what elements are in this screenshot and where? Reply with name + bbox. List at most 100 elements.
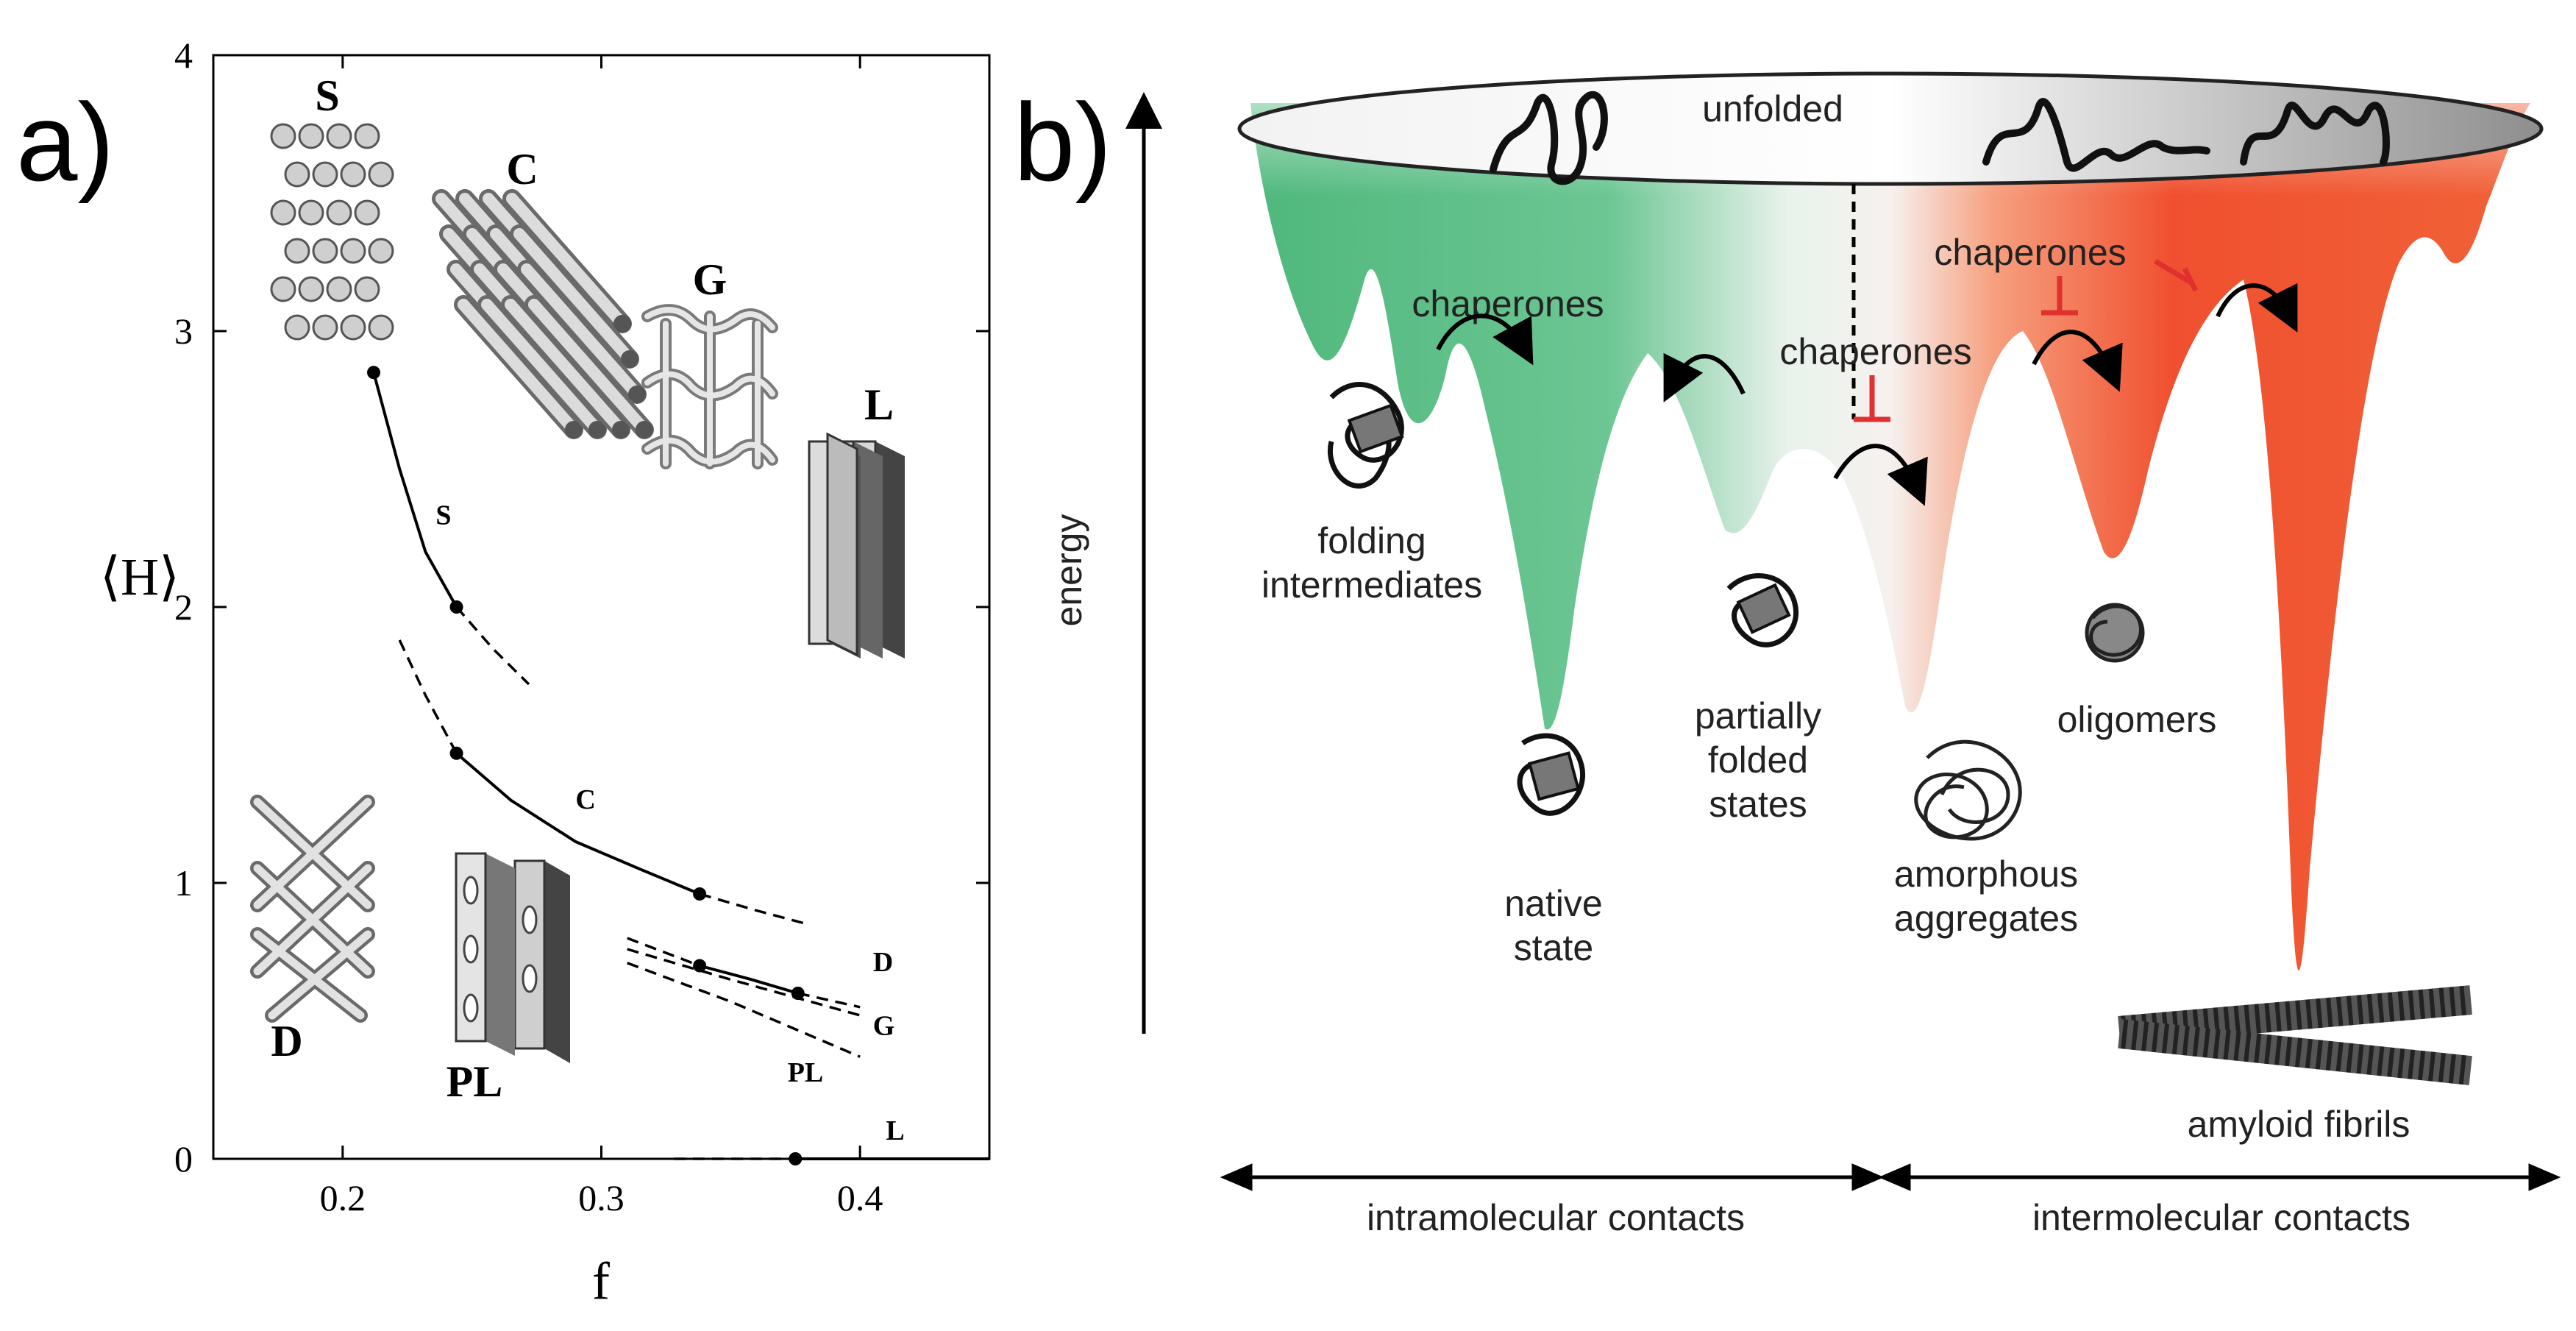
sphere-ball: [340, 161, 366, 188]
inhibit-mark-2: [2041, 276, 2078, 316]
cylinder-rod-end: [612, 421, 630, 439]
gyroid-phase-icon: G: [641, 255, 778, 469]
curve-s-solid: [372, 372, 458, 608]
amorphous-line-2: aggregates: [1894, 898, 2078, 939]
curve-c-solid: [455, 752, 700, 895]
chaperone-inhibition-marks: [1854, 258, 2199, 422]
panel-a-label: a): [16, 80, 114, 204]
phase-label-PL: PL: [446, 1057, 503, 1106]
unfolded-chain-icons: [1490, 90, 2390, 185]
gyroid-network-highlight: [644, 307, 775, 466]
sphere-phase-icon: S: [270, 71, 394, 341]
sphere-ball: [298, 123, 324, 149]
sphere-ball: [284, 314, 310, 341]
panel-b: b) energy unfolded chaperones chaperones…: [1014, 71, 2561, 1238]
partially-folded-line-3: states: [1709, 784, 1807, 825]
curve-label-g: G: [873, 1010, 895, 1041]
arrow-partial-to-amorphous: [1833, 444, 1928, 506]
cylinder-rod-highlight: [505, 299, 627, 436]
y-axis-label: ⟨H⟩: [100, 547, 179, 606]
folding-intermediates-label: folding intermediates: [1262, 520, 1482, 606]
phase-label-S: S: [315, 71, 339, 120]
cylinder-rod-highlight: [528, 299, 650, 436]
sphere-ball: [298, 199, 324, 226]
inhibit-mark-3: [2154, 258, 2199, 292]
panel-b-label: b): [1014, 80, 1111, 204]
y-tick-label: 0: [174, 1138, 193, 1179]
amyloid-fibrils-label: amyloid fibrils: [2188, 1104, 2410, 1145]
sphere-ball: [354, 123, 380, 149]
contacts-axis: [1220, 1163, 2561, 1191]
sphere-ball: [312, 238, 338, 264]
point-s: [449, 600, 463, 614]
curve-label-c: C: [575, 784, 595, 815]
native-state-protein-icon: [1517, 733, 1585, 816]
partially-folded-protein-icon: [1726, 573, 1798, 647]
phase-label-C: C: [506, 145, 538, 194]
cylinder-phase-icon: C: [432, 145, 654, 439]
data-points: [367, 366, 805, 1165]
cylinder-rod-end: [613, 315, 631, 333]
chaperones-label-3: chaperones: [1934, 232, 2126, 273]
sphere-ball: [326, 123, 352, 149]
cylinder-rod-end: [588, 421, 606, 439]
amorphous-aggregate-icon: [1914, 739, 2022, 841]
curve-d-dashed-ext: [797, 992, 861, 1009]
x-tick-label: 0.3: [578, 1177, 625, 1218]
lamellar-sheets-icon: [808, 432, 905, 659]
funnel-rim: [1237, 71, 2544, 186]
point-d: [791, 987, 805, 1000]
sphere-ball: [354, 276, 380, 302]
partially-folded-line-2: folded: [1708, 739, 1808, 781]
curve-d-solid: [699, 964, 799, 995]
cylinder-rod-end: [628, 386, 646, 403]
sphere-ball: [284, 161, 310, 188]
arrow-amorphous-to-oligomer: [2032, 330, 2123, 392]
sphere-ball: [312, 314, 338, 341]
sphere-ball: [270, 199, 296, 226]
cylinder-bundle-icon: [432, 189, 654, 439]
arrow-folding: [1436, 313, 1534, 366]
curve-s-dashed: [455, 606, 530, 686]
diamond-network-icon: [250, 795, 375, 1023]
sphere-ball: [298, 276, 324, 302]
sphere-ball: [340, 314, 366, 341]
x-axis-label: f: [592, 1252, 610, 1310]
cylinder-rod-highlight: [506, 193, 628, 330]
sphere-ball: [368, 314, 394, 341]
curve-c-dashed: [398, 639, 458, 754]
cylinder-rod-highlight: [521, 263, 643, 400]
point-l: [789, 1152, 803, 1165]
arrow-partial-to-native: [1663, 352, 1746, 402]
native-state-line-2: state: [1514, 927, 1593, 968]
curve-d-dashed: [627, 937, 700, 968]
point-c: [449, 746, 463, 760]
inhibit-mark-1: [1854, 375, 1890, 422]
sphere-lattice-icon: [270, 123, 394, 341]
phase-label-D: D: [271, 1017, 302, 1065]
sphere-ball: [312, 161, 338, 188]
cylinder-rod-highlight: [458, 299, 580, 436]
unfolded-label: unfolded: [1702, 88, 1843, 129]
curve-label-pl: PL: [788, 1057, 824, 1088]
amorphous-line-1: amorphous: [1894, 853, 2078, 895]
cylinder-rod-end: [565, 421, 583, 439]
curve-c-dashed-ext: [699, 892, 809, 926]
point-s: [367, 366, 381, 380]
folding-intermediates-line-2: intermediates: [1262, 564, 1482, 606]
sphere-ball: [284, 238, 310, 264]
energy-axis-label: energy: [1048, 514, 1089, 627]
arrow-oligomer-to-fibril: [2216, 283, 2298, 333]
cylinder-rod-end: [636, 421, 653, 439]
folding-intermediate-protein-icon: [1328, 382, 1404, 489]
double-diamond-phase-icon: D: [250, 795, 375, 1065]
sphere-ball: [368, 161, 394, 188]
cylinder-rod-end: [621, 350, 638, 368]
phase-label-G: G: [693, 255, 727, 304]
x-tick-label: 0.4: [837, 1177, 883, 1218]
point-d: [693, 959, 707, 973]
x-tick-label: 0.2: [320, 1177, 366, 1218]
